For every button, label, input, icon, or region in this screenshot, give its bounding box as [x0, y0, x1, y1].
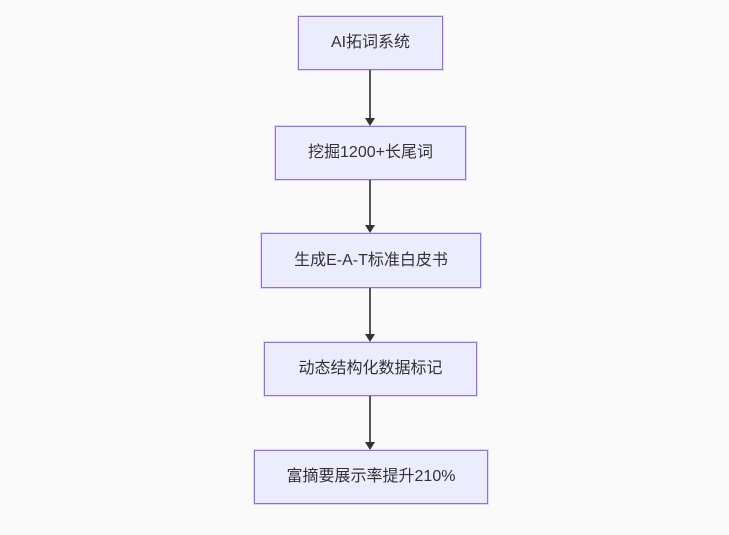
flowchart-node-ai-keyword-system: AI拓词系统 — [298, 16, 443, 70]
flowchart-node-longtail-keywords: 挖掘1200+长尾词 — [275, 126, 466, 180]
arrow-down-icon — [365, 118, 375, 126]
arrow-down-icon — [365, 442, 375, 450]
arrow-shaft — [369, 396, 371, 442]
arrow-shaft — [369, 70, 371, 118]
arrow-down-icon — [365, 225, 375, 233]
flowchart-edge-c-d — [364, 288, 376, 342]
arrow-shaft — [369, 180, 371, 225]
flowchart-node-eat-whitepaper: 生成E-A-T标准白皮书 — [261, 233, 481, 288]
flowchart-node-structured-data-markup: 动态结构化数据标记 — [264, 342, 477, 396]
flowchart-edge-a-b — [364, 70, 376, 126]
arrow-down-icon — [365, 334, 375, 342]
flowchart-node-rich-snippet-rate: 富摘要展示率提升210% — [254, 450, 488, 504]
flowchart-edge-b-c — [364, 180, 376, 233]
arrow-shaft — [369, 288, 371, 334]
flowchart-edge-d-e — [364, 396, 376, 450]
